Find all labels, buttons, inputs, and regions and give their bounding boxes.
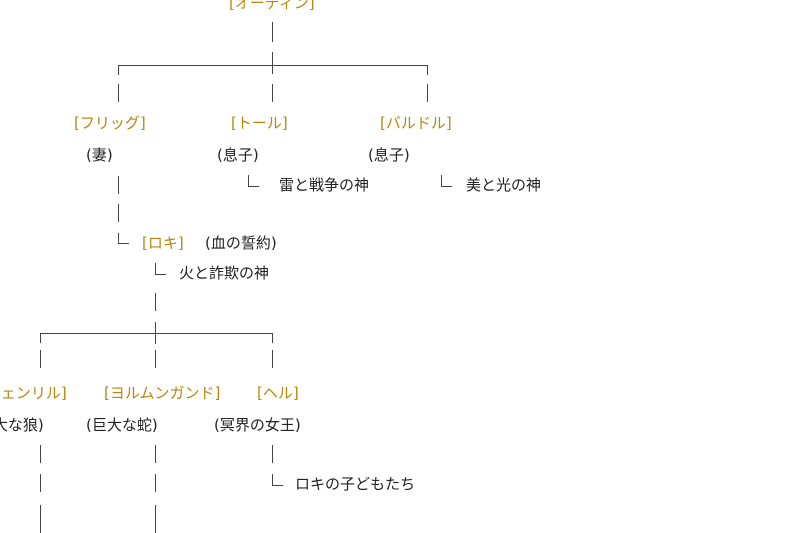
- jormungandr-role: (巨大な蛇): [86, 416, 158, 434]
- loki-desc: 火と詐欺の神: [179, 264, 270, 282]
- connector-baldr-down: [427, 84, 428, 102]
- connector-frigg-corner: [118, 65, 119, 75]
- thor-role: (息子): [217, 146, 259, 164]
- branch-line-children: [40, 333, 272, 334]
- connector-jormungandr-down-3: [155, 474, 156, 492]
- connector-hel-down: [272, 350, 273, 368]
- connector-frigg-down: [118, 84, 119, 102]
- node-jormungandr[interactable]: [ヨルムンガンド]: [104, 384, 221, 402]
- connector-fenrir-down: [40, 350, 41, 368]
- baldr-desc-corner-v: [441, 175, 442, 186]
- connector-frigg-loki-1: [118, 176, 119, 194]
- node-thor[interactable]: [トール]: [231, 114, 288, 132]
- node-odin[interactable]: [オーディン]: [229, 0, 315, 12]
- baldr-desc-corner-h: [441, 186, 452, 187]
- connector-loki-corner-h: [118, 243, 129, 244]
- connector-loki-corner-v: [118, 233, 119, 243]
- loki-role: (血の誓約): [205, 234, 277, 252]
- node-hel[interactable]: [ヘル]: [257, 384, 299, 402]
- frigg-role: (妻): [86, 146, 113, 164]
- connector-thor-down: [272, 84, 273, 102]
- hel-role: (冥界の女王): [214, 416, 301, 434]
- connector-fenrir-down-4: [40, 505, 41, 533]
- connector-fenrir-corner: [40, 333, 41, 343]
- thor-desc-corner-h: [248, 186, 259, 187]
- connector-frigg-loki-2: [118, 204, 119, 222]
- connector-baldr-corner: [427, 65, 428, 75]
- fenrir-role: (巨大な狼): [0, 416, 44, 434]
- hel-desc: ロキの子どもたち: [295, 475, 416, 493]
- connector-fenrir-down-3: [40, 474, 41, 492]
- baldr-role: (息子): [368, 146, 410, 164]
- connector-jormungandr-down-4: [155, 505, 156, 533]
- connector-fenrir-down-2: [40, 445, 41, 463]
- connector-hel-down-2: [272, 445, 273, 463]
- node-loki[interactable]: [ロキ]: [142, 234, 184, 252]
- connector-loki-branch: [155, 322, 156, 344]
- node-frigg[interactable]: [フリッグ]: [74, 114, 146, 132]
- connector-odin-down: [272, 22, 273, 42]
- loki-desc-corner-v: [155, 263, 156, 274]
- connector-loki-down: [155, 293, 156, 311]
- node-baldr[interactable]: [バルドル]: [380, 114, 452, 132]
- hel-desc-corner-v: [272, 474, 273, 485]
- hel-desc-corner-h: [272, 485, 283, 486]
- thor-desc: 雷と戦争の神: [279, 176, 370, 194]
- thor-desc-corner-v: [248, 175, 249, 186]
- connector-jormungandr-down-2: [155, 445, 156, 463]
- node-fenrir[interactable]: [フェンリル]: [0, 384, 67, 402]
- connector-jormungandr-down: [155, 350, 156, 368]
- connector-hel-corner: [272, 333, 273, 343]
- connector-odin-branch: [272, 52, 273, 74]
- loki-desc-corner-h: [155, 274, 166, 275]
- baldr-desc: 美と光の神: [466, 176, 542, 194]
